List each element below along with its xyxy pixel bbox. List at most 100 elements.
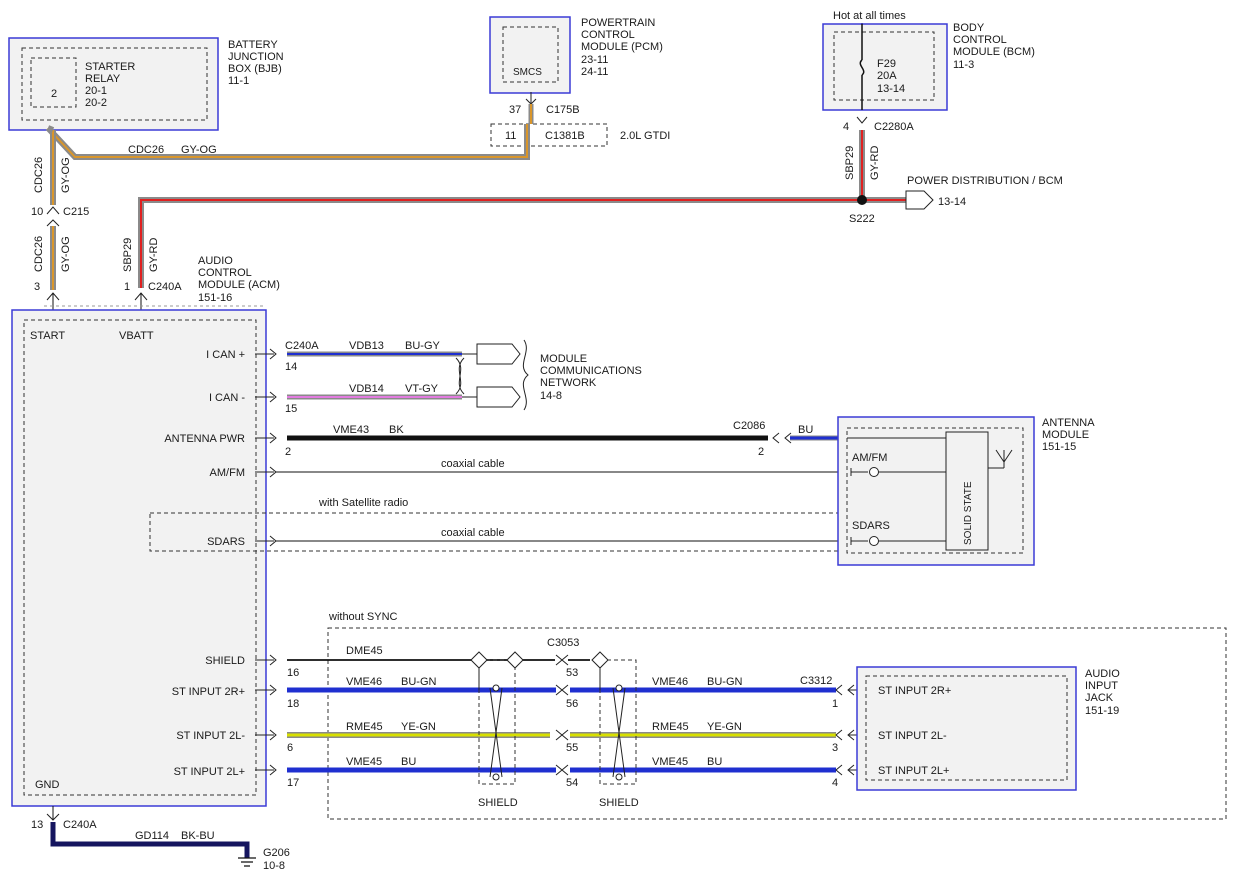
acm-name-1: AUDIO — [198, 255, 233, 267]
antenna-sdars-label: SDARS — [852, 520, 890, 532]
pcm-smcs: SMCS — [513, 67, 542, 78]
rme45-b-color: YE-GN — [707, 721, 742, 733]
antenna-bu-color: BU — [798, 424, 813, 436]
can-bus: C240A 14 15 VDB13 BU-GY VDB14 VT-GY MODU… — [255, 339, 642, 415]
acm-vbatt: VBATT — [119, 330, 154, 342]
vme46-a-color: BU-GN — [401, 676, 437, 688]
sbp29-bcm-circuit: SBP29 — [844, 146, 856, 180]
antenna-name-1: ANTENNA — [1042, 417, 1095, 429]
vme43-pin: 2 — [285, 446, 291, 458]
vme45-a-color: BU — [401, 756, 416, 768]
rme45-b-circuit: RME45 — [652, 721, 689, 733]
c3053-pin-56: 56 — [566, 698, 578, 710]
starter-relay-ref-2: 20-2 — [85, 97, 107, 109]
bjb-name-2: JUNCTION — [228, 51, 284, 63]
body-control-module: Hot at all times F29 20A 13-14 BODY CONT… — [822, 10, 1035, 133]
c215-label: C215 — [63, 206, 89, 218]
jack-name-3: JACK — [1085, 692, 1114, 704]
shield-1 — [478, 659, 516, 785]
acm-name-3: MODULE (ACM) — [198, 279, 280, 291]
solid-state-block — [945, 431, 989, 551]
audio-input-jack: ST INPUT 2R+ ST INPUT 2L- ST INPUT 2L+ A… — [856, 666, 1120, 791]
vdb14-color: VT-GY — [405, 383, 439, 395]
c175b-terminal — [525, 92, 537, 105]
acm-ican-minus: I CAN - — [209, 392, 245, 404]
without-sync-box — [327, 627, 1227, 820]
sbp29-acm-color: GY-RD — [148, 238, 160, 272]
c215-pin: 10 — [31, 206, 43, 218]
vme45-b-circuit: VME45 — [652, 756, 688, 768]
acm-antenna-pwr: ANTENNA PWR — [164, 433, 245, 445]
acm-start: START — [30, 330, 65, 342]
can-minus-arrow — [476, 386, 521, 408]
g206-label: G206 — [263, 847, 290, 859]
mcn-name-1: MODULE — [540, 353, 587, 365]
sbp29-acm-circuit: SBP29 — [122, 238, 134, 272]
antenna-icon — [995, 449, 1013, 463]
bcm-name-1: BODY — [953, 22, 985, 34]
pcm-ref-2: 24-11 — [581, 66, 608, 78]
acm-st2l-plus: ST INPUT 2L+ — [174, 766, 245, 778]
shield-1-label: SHIELD — [478, 797, 518, 809]
coax-sdars-label: coaxial cable — [441, 527, 505, 539]
ground-icon — [238, 857, 256, 867]
splice-s222 — [857, 195, 867, 205]
antenna-circuits: 2 VME43 BK C2086 2 BU coaxial cable with… — [149, 420, 938, 552]
c1381b-box — [490, 123, 608, 147]
mcn-page: 14-8 — [540, 390, 562, 402]
audio-input-circuits: without SYNC 16 18 6 17 DME45 VME46 BU-G… — [255, 611, 1227, 820]
c2280a-pin: 4 — [843, 121, 849, 133]
acm-amfm: AM/FM — [210, 467, 245, 479]
cdc26-top-color: GY-OG — [181, 144, 217, 156]
cdc26-v1-color: GY-OG — [60, 157, 72, 193]
c175b-pin: 37 — [509, 104, 521, 116]
c240a-label-gnd: C240A — [63, 819, 97, 831]
powertrain-control-module: SMCS POWERTRAIN CONTROL MODULE (PCM) 23-… — [489, 16, 670, 147]
pcm-name-1: POWERTRAIN — [581, 17, 655, 29]
ground-circuit: 13 C240A GD114 BK-BU G206 10-8 — [31, 806, 290, 872]
power-distribution-page: 13-14 — [938, 196, 966, 208]
c240a-vbatt-pin: 1 — [124, 281, 130, 293]
bjb-page: 11-1 — [228, 75, 249, 87]
vme45-a-pin: 17 — [287, 777, 299, 789]
c3053-pin-54: 54 — [566, 777, 578, 789]
shield-2 — [599, 659, 637, 785]
c2086-pin: 2 — [758, 446, 764, 458]
bcm-page: 11-3 — [953, 59, 974, 71]
mcn-name-3: NETWORK — [540, 377, 597, 389]
battery-junction-box: 2 STARTER RELAY 20-1 20-2 BATTERY JUNCTI… — [8, 37, 284, 131]
jack-name-2: INPUT — [1085, 680, 1118, 692]
c1381b-label: C1381B — [545, 130, 585, 142]
antenna-amfm-label: AM/FM — [852, 452, 887, 464]
c240a-label-top: C240A — [148, 281, 182, 293]
c1381b-pin: 11 — [505, 130, 516, 142]
c2086-label: C2086 — [733, 420, 765, 432]
cdc26-top-circuit: CDC26 — [128, 144, 164, 156]
cdc26-v2-color: GY-OG — [60, 236, 72, 272]
fuse-ref: 13-14 — [877, 83, 905, 95]
rme45-a-color: YE-GN — [401, 721, 436, 733]
without-sync-label: without SYNC — [328, 611, 398, 623]
solid-state-label: SOLID STATE — [963, 481, 974, 545]
starter-relay-pin: 2 — [51, 88, 57, 100]
fuse-icon — [859, 59, 865, 76]
bjb-name-1: BATTERY — [228, 39, 278, 51]
c3053-label: C3053 — [547, 637, 579, 649]
vme43-circuit: VME43 — [333, 424, 369, 436]
shield-1-twist-icon — [489, 687, 503, 778]
vme43-color: BK — [389, 424, 404, 436]
power-distribution-arrow — [905, 190, 934, 210]
s222-label: S222 — [849, 213, 875, 225]
starter-relay-name-2: RELAY — [85, 73, 121, 85]
coax-amfm-label: coaxial cable — [441, 458, 505, 470]
vdb13-circuit: VDB13 — [349, 340, 384, 352]
gtdi-label: 2.0L GTDI — [620, 130, 670, 142]
vdb13-pin: 14 — [285, 361, 297, 373]
vdb14-pin: 15 — [285, 403, 297, 415]
jack-name-1: AUDIO — [1085, 668, 1120, 680]
acm-st2l-minus: ST INPUT 2L- — [176, 730, 245, 742]
c3312-pin-4: 4 — [832, 777, 838, 789]
vme46-a-pin: 18 — [287, 698, 299, 710]
with-satellite-label: with Satellite radio — [318, 497, 408, 509]
wire-sbp29: SBP29 GY-RD S222 POWER DISTRIBUTION / BC… — [122, 130, 1063, 310]
